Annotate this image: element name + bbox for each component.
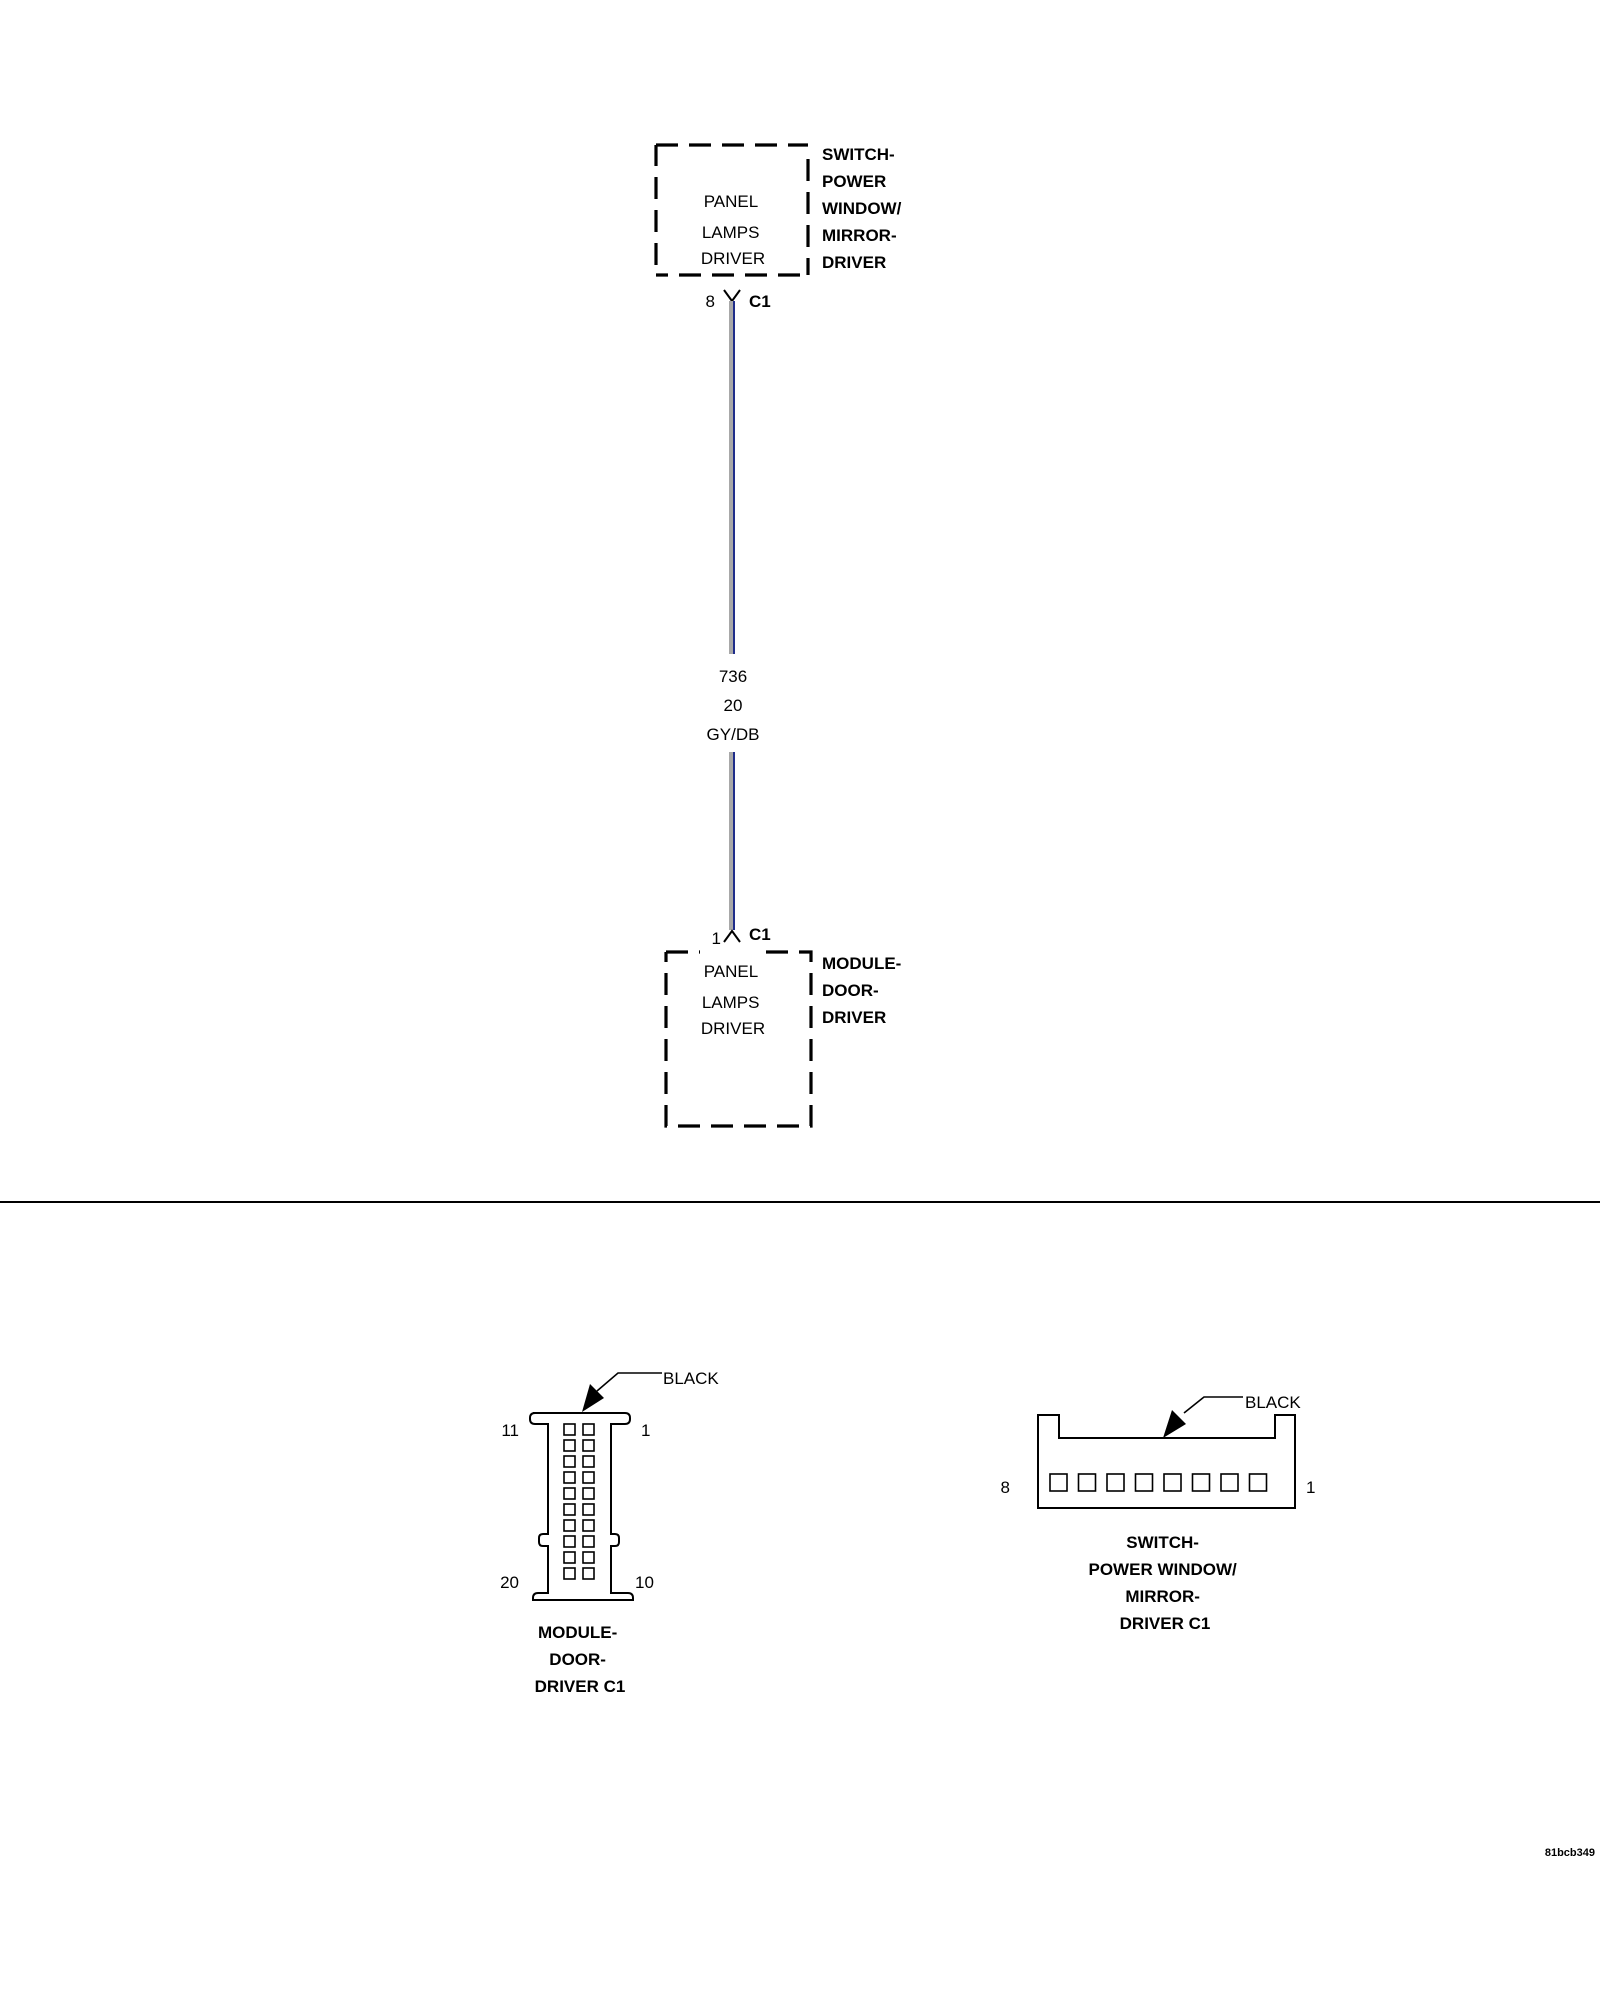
module-color-leader bbox=[596, 1372, 662, 1392]
module-pin-grid bbox=[563, 1423, 595, 1580]
module-pin-label-11: 11 bbox=[501, 1421, 519, 1440]
module-pin-cavity bbox=[563, 1567, 576, 1580]
module-pin-cavity bbox=[563, 1439, 576, 1452]
switch-connector-id: C1 bbox=[749, 292, 771, 311]
switch-power-window-mirror-driver: PANEL LAMPS DRIVER SWITCH- POWER WINDOW/… bbox=[654, 143, 906, 311]
wire-circuit-number: 736 bbox=[719, 667, 747, 686]
switch-pin-cavity bbox=[1134, 1473, 1154, 1492]
module-pin-label-20: 20 bbox=[500, 1573, 519, 1592]
wire-stripe-upper bbox=[733, 301, 735, 654]
switch-pin-cavity bbox=[1248, 1473, 1268, 1492]
switch-pin-cavity bbox=[1191, 1473, 1211, 1492]
module-pin-cavity bbox=[582, 1439, 595, 1452]
module-pin-cavity bbox=[582, 1551, 595, 1564]
module-pin-cavity bbox=[563, 1551, 576, 1564]
module-pin-cavity bbox=[582, 1423, 595, 1436]
module-pin-label-10: 10 bbox=[635, 1573, 654, 1592]
diagram-id: 81bcb349 bbox=[1545, 1847, 1595, 1859]
switch-color-leader bbox=[1183, 1396, 1243, 1414]
module-pin-cavity bbox=[563, 1535, 576, 1548]
wire-736: 736 20 GY/DB bbox=[707, 301, 760, 930]
module-door-driver: 1 C1 PANEL LAMPS DRIVER MODULE- DOOR- DR… bbox=[664, 925, 906, 1128]
wire-stripe-lower bbox=[733, 752, 735, 930]
switch-color-arrow-icon bbox=[1163, 1410, 1186, 1438]
switch-pin-cavity bbox=[1049, 1473, 1068, 1492]
switch-pin-cavity bbox=[1106, 1473, 1125, 1492]
module-color-arrow-icon bbox=[582, 1384, 604, 1412]
wire-color-code: GY/DB bbox=[707, 725, 760, 744]
wire-segment-upper bbox=[729, 301, 735, 654]
switch-pin-cavity bbox=[1220, 1473, 1239, 1492]
switch-pin-label-1: 1 bbox=[1306, 1478, 1315, 1497]
wire-gauge: 20 bbox=[724, 696, 743, 715]
switch-connector-pin-symbol bbox=[723, 289, 741, 303]
switch-connector-view: BLACK 8 1 SWITCH- POWER WINDOW/ MIRROR- … bbox=[1001, 1393, 1316, 1633]
module-connector-color: BLACK bbox=[663, 1369, 719, 1388]
module-pin-cavity bbox=[582, 1503, 595, 1516]
switch-component-name: SWITCH- POWER WINDOW/ MIRROR- DRIVER bbox=[822, 145, 906, 272]
switch-component-dashed-box bbox=[654, 143, 810, 277]
switch-pin-number: 8 bbox=[706, 292, 715, 311]
switch-pin-row bbox=[1049, 1473, 1268, 1492]
module-connector-pin-symbol bbox=[723, 929, 741, 943]
switch-connector-color: BLACK bbox=[1245, 1393, 1301, 1412]
wire-segment-lower bbox=[729, 752, 735, 930]
module-component-name: MODULE- DOOR- DRIVER bbox=[822, 954, 906, 1027]
module-pin-label-1: 1 bbox=[641, 1421, 650, 1440]
module-connector-id: C1 bbox=[749, 925, 771, 944]
module-component-dashed-box bbox=[664, 950, 813, 1128]
module-pin-cavity bbox=[563, 1455, 576, 1468]
switch-connector-caption: SWITCH- POWER WINDOW/ MIRROR- DRIVER C1 bbox=[1089, 1533, 1242, 1633]
module-circuit-label: PANEL LAMPS DRIVER bbox=[701, 962, 765, 1038]
module-pin-number: 1 bbox=[712, 929, 721, 948]
module-pin-cavity bbox=[563, 1471, 576, 1484]
module-connector-outline bbox=[529, 1412, 634, 1601]
module-pin-cavity bbox=[582, 1471, 595, 1484]
module-pin-cavity bbox=[563, 1503, 576, 1516]
module-pin-cavity bbox=[582, 1567, 595, 1580]
module-pin-cavity bbox=[563, 1487, 576, 1500]
module-pin-cavity bbox=[563, 1423, 576, 1436]
switch-pin-cavity bbox=[1163, 1473, 1182, 1492]
module-pin-cavity bbox=[563, 1519, 576, 1532]
module-connector-view: BLACK 11 1 20 10 MODULE- DOOR- DRIVER C1 bbox=[500, 1369, 719, 1696]
switch-pin-cavity bbox=[1077, 1473, 1097, 1492]
module-pin-cavity bbox=[582, 1535, 595, 1548]
switch-pin-label-8: 8 bbox=[1001, 1478, 1010, 1497]
module-connector-caption: MODULE- DOOR- DRIVER C1 bbox=[535, 1623, 626, 1696]
module-pin-cavity bbox=[582, 1455, 595, 1468]
switch-circuit-label: PANEL LAMPS DRIVER bbox=[701, 192, 765, 268]
module-pin-cavity bbox=[582, 1487, 595, 1500]
module-pin-cavity bbox=[582, 1519, 595, 1532]
